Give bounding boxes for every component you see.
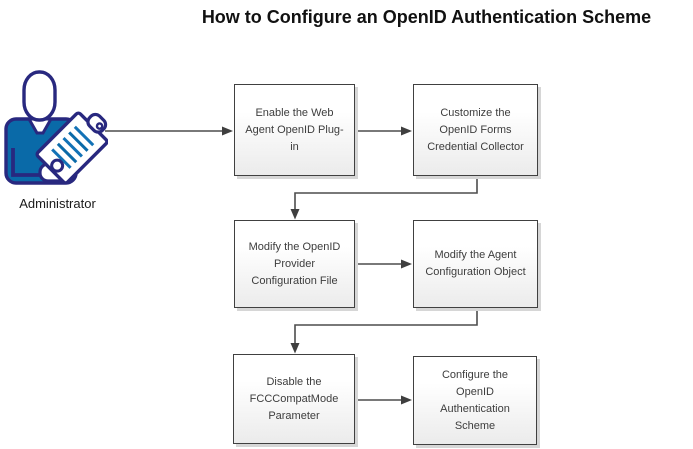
step-label: Disable the FCCCompatMode Parameter (249, 375, 339, 422)
step-label: Modify the OpenID Provider Configuration… (248, 240, 341, 287)
arrowhead-step4 (401, 259, 412, 269)
flow-step-enable-web-agent-openid-plugin: Enable the Web Agent OpenID Plug- in (234, 84, 355, 176)
flow-step-modify-agent-config-object: Modify the Agent Configuration Object (413, 220, 538, 308)
flow-step-configure-openid-auth-scheme: Configure the OpenID Authentication Sche… (413, 356, 537, 445)
page-title: How to Configure an OpenID Authenticatio… (201, 7, 652, 27)
actor-label: Administrator (19, 196, 96, 211)
administrator: Administrator (0, 0, 115, 215)
arrowhead-step1 (222, 126, 233, 136)
arrowhead-step5 (290, 343, 300, 354)
arrowhead-step2 (401, 126, 412, 136)
administrator-clipboard-icon (4, 70, 108, 185)
arrowhead-step3 (290, 209, 300, 220)
step-label: Modify the Agent Configuration Object (425, 249, 526, 278)
connector-step4-step5 (294, 308, 478, 344)
step-label: Configure the OpenID Authentication Sche… (440, 368, 510, 432)
flow-step-modify-openid-provider-config-file: Modify the OpenID Provider Configuration… (234, 220, 355, 308)
flow-step-disable-fcccompatmode: Disable the FCCCompatMode Parameter (233, 354, 355, 444)
connector-step2-step3 (294, 176, 478, 210)
flow-step-customize-openid-fcc: Customize the OpenID Forms Credential Co… (413, 84, 538, 176)
step-label: Customize the OpenID Forms Credential Co… (427, 106, 524, 153)
arrowhead-step6 (401, 395, 412, 405)
step-label: Enable the Web Agent OpenID Plug- in (245, 106, 344, 153)
